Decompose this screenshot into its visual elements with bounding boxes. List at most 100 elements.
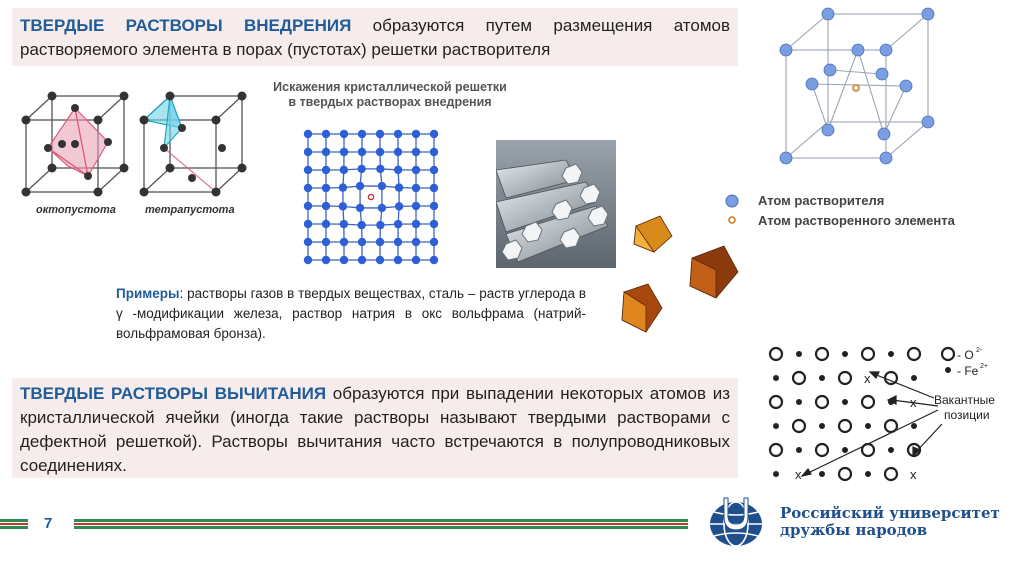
footer-stripes-right <box>74 519 688 531</box>
oxygen-ion <box>839 468 851 480</box>
oxygen-legend-charge: 2- <box>976 347 983 354</box>
lattice-atom <box>339 202 347 210</box>
iron-ion <box>819 471 825 477</box>
lattice-atom <box>358 238 366 246</box>
lattice-atom <box>412 220 420 228</box>
vacancy-label-line1: Вакантные <box>934 393 995 407</box>
iron-legend-label: - Fe <box>957 364 979 378</box>
university-name-line2: дружбы народов <box>780 522 1000 539</box>
vacancy-mark: x <box>910 467 917 482</box>
lattice-atom <box>412 166 420 174</box>
interstitial-atom <box>368 194 373 199</box>
lattice-atom <box>376 221 384 229</box>
oxygen-ion <box>862 348 874 360</box>
oxygen-ion <box>770 348 782 360</box>
iron-ion <box>773 423 779 429</box>
tetrahedral-caption: тетрапустота <box>145 204 235 216</box>
iron-ion <box>796 399 802 405</box>
iron-ion <box>888 447 894 453</box>
oxygen-ion <box>839 372 851 384</box>
lattice-atom <box>322 148 330 156</box>
lattice-atom <box>304 202 312 210</box>
lattice-atom <box>304 220 312 228</box>
iron-ion <box>842 447 848 453</box>
interstitial-3d-structure <box>772 6 952 174</box>
oxygen-ion <box>816 348 828 360</box>
oxygen-legend-label: - O <box>957 348 974 362</box>
oxygen-ion <box>793 420 805 432</box>
octahedral-caption: октопустота <box>36 204 116 216</box>
lattice-atom <box>339 183 347 191</box>
distortion-title-line2: в твердых растворах внедрения <box>270 95 510 110</box>
footer-stripes-left <box>0 519 28 531</box>
iron-ion <box>865 471 871 477</box>
lattice-atom <box>304 256 312 264</box>
university-name-line1: Российский университет <box>780 505 1000 522</box>
intro-text-box: ТВЕРДЫЕ РАСТВОРЫ ВНЕДРЕНИЯ образуются пу… <box>8 8 738 66</box>
university-logo <box>704 494 774 550</box>
iron-ion <box>773 471 779 477</box>
lattice-atom <box>395 183 403 191</box>
lattice-atom <box>394 166 402 174</box>
university-name: Российский университет дружбы народов <box>780 505 1000 539</box>
lattice-atom <box>376 130 384 138</box>
lattice-atom <box>358 148 366 156</box>
iron-ion <box>911 423 917 429</box>
examples-body: : растворы газов в твердых веществах, ст… <box>116 286 586 341</box>
iron-ion <box>842 351 848 357</box>
vacancy-label-line2: позиции <box>944 408 990 422</box>
distortion-title-line1: Искажения кристаллической решетки <box>270 80 510 95</box>
lattice-atom <box>430 256 438 264</box>
octahedral-void-illustration <box>18 88 133 200</box>
examples-label: Примеры <box>116 286 180 301</box>
oxygen-ion <box>885 468 897 480</box>
legend-solvent: Атом растворителя <box>758 193 884 208</box>
lattice-atom <box>322 202 330 210</box>
oxygen-ion <box>862 396 874 408</box>
oxygen-legend-icon <box>942 348 954 360</box>
lattice-atom <box>357 221 365 229</box>
lattice-atom <box>412 238 420 246</box>
lattice-atom <box>395 202 403 210</box>
oxygen-ion <box>908 348 920 360</box>
lattice-atom <box>304 166 312 174</box>
lattice-atom <box>378 204 386 212</box>
lattice-atom <box>340 220 348 228</box>
solute-atom-icon <box>726 214 738 226</box>
distortion-title: Искажения кристаллической решетки в твер… <box>270 80 510 110</box>
lattice-atom <box>304 184 312 192</box>
tetrahedral-void-illustration <box>136 88 251 200</box>
lattice-atom <box>322 130 330 138</box>
lattice-atom <box>376 165 384 173</box>
lattice-atom <box>394 256 402 264</box>
iron-ion <box>911 375 917 381</box>
lattice-atom <box>376 256 384 264</box>
iron-ion <box>796 447 802 453</box>
lattice-atom <box>376 238 384 246</box>
iron-ion <box>819 423 825 429</box>
intro-title: ТВЕРДЫЕ РАСТВОРЫ ВНЕДРЕНИЯ <box>20 16 351 35</box>
lattice-atom <box>358 130 366 138</box>
lattice-atom <box>322 238 330 246</box>
vacancy-mark: x <box>864 371 871 386</box>
lattice-atom <box>412 184 420 192</box>
lattice-atom <box>322 256 330 264</box>
lattice-atom <box>394 220 402 228</box>
lattice-atom <box>304 238 312 246</box>
oxygen-ion <box>816 396 828 408</box>
iron-ion <box>796 351 802 357</box>
iron-legend-charge: 2+ <box>980 363 988 370</box>
lattice-atom <box>430 148 438 156</box>
lattice-atom <box>430 220 438 228</box>
subtraction-title: ТВЕРДЫЕ РАСТВОРЫ ВЫЧИТАНИЯ <box>20 384 326 403</box>
lattice-atom <box>358 256 366 264</box>
iron-ion <box>842 399 848 405</box>
lattice-atom <box>340 130 348 138</box>
lattice-atom <box>340 148 348 156</box>
lattice-atom <box>304 130 312 138</box>
lattice-atom <box>378 182 386 190</box>
steel-bars-photo <box>496 140 616 268</box>
lattice-atom <box>340 256 348 264</box>
lattice-atom <box>412 256 420 264</box>
lattice-atom <box>322 184 330 192</box>
